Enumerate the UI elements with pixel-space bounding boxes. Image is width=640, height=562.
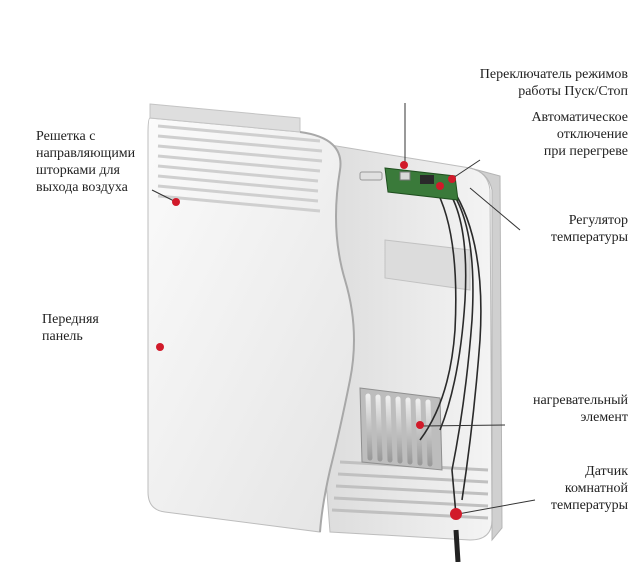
label-overheat-cutoff: Автоматическое отключение при перегреве (531, 110, 628, 159)
marker-mode-switch (400, 161, 408, 169)
marker-overheat (448, 175, 456, 183)
marker-front-panel (156, 343, 164, 351)
label-thermostat: Регулятор температуры (550, 213, 628, 245)
marker-room-sensor (450, 508, 462, 520)
front-panel-graphic (147, 103, 355, 533)
heater-interior (299, 139, 503, 542)
power-cord (453, 529, 461, 562)
grille-louvres (157, 124, 323, 213)
marker-thermostat (436, 182, 444, 190)
label-front-panel: Передняя панель (42, 312, 99, 344)
label-room-sensor: Датчик комнатной температуры (550, 464, 628, 513)
markers (156, 161, 462, 520)
marker-grille (172, 198, 180, 206)
wiring (419, 179, 482, 516)
label-grille: Решетка с направляющими шторками для вых… (36, 129, 136, 195)
control-board (359, 167, 459, 201)
heating-element-graphic (359, 387, 443, 471)
label-heating-element: нагревательный элемент (532, 393, 628, 425)
label-mode-switch: Переключатель режимов работы Пуск/Стоп (479, 67, 628, 99)
marker-heating-element (416, 421, 424, 429)
leader-lines (151, 103, 536, 515)
